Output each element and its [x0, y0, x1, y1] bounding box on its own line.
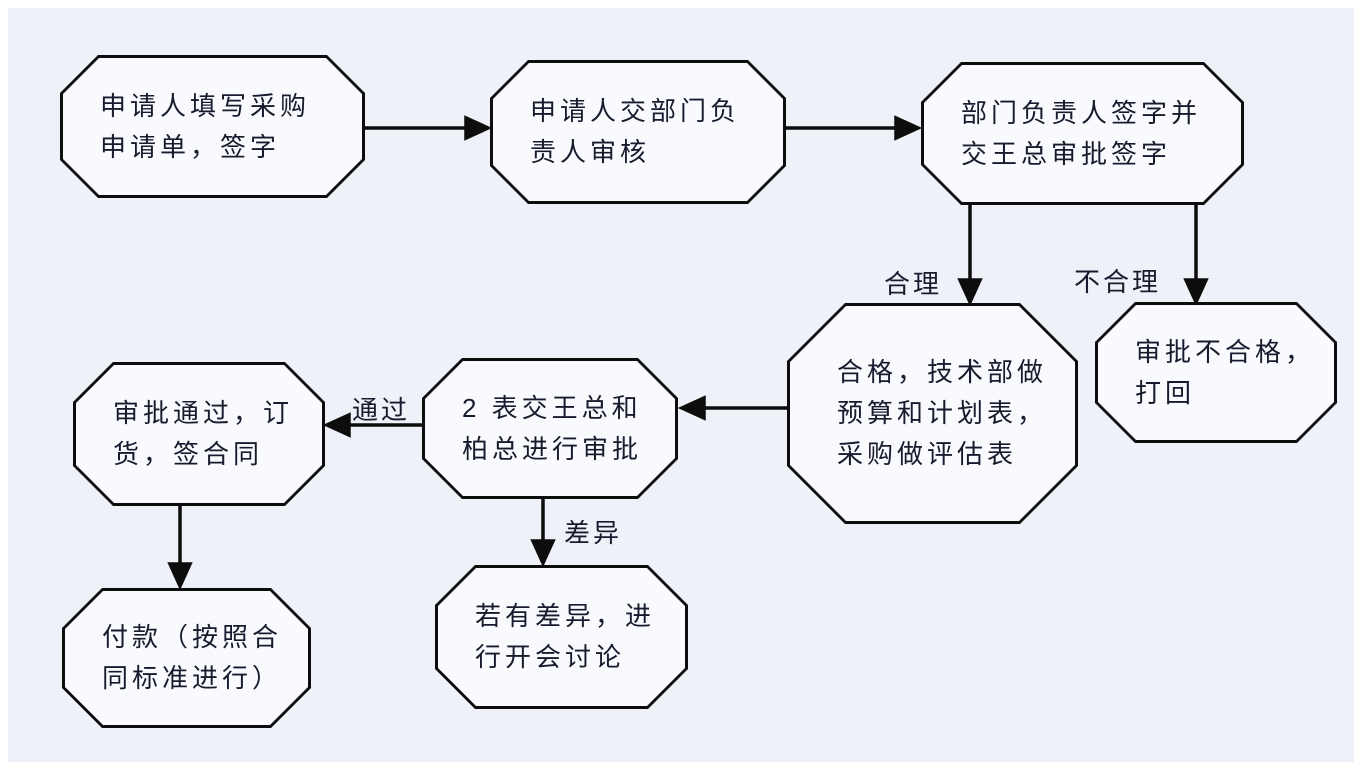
node-approved-order: 审批通过，订 货，签合同 — [73, 362, 325, 506]
octagon-shape — [1095, 302, 1337, 443]
node-head-sign-approve: 部门负责人签字并 交王总审批签字 — [921, 62, 1244, 205]
octagon-shape — [787, 303, 1078, 524]
node-submit-to-head: 申请人交部门负 责人审核 — [490, 60, 786, 204]
node-text-line: 2 表交王总和 — [462, 392, 642, 423]
node-text: 申请人填写采购 申请单，签字 — [60, 55, 365, 198]
node-text-line: 合格，技术部做 — [837, 357, 1048, 387]
node-text: 申请人交部门负 责人审核 — [490, 60, 786, 204]
octagon-shape — [921, 62, 1244, 205]
node-two-tables-approval: 2 表交王总和 柏总进行审批 — [422, 358, 678, 499]
node-text: 2 表交王总和 柏总进行审批 — [422, 358, 678, 499]
node-text: 付款（按照合 同标准进行） — [62, 588, 311, 728]
node-text: 合格，技术部做 预算和计划表， 采购做评估表 — [787, 303, 1078, 524]
node-text-line: 部门负责人签字并 — [961, 97, 1202, 128]
octagon-shape — [60, 55, 365, 198]
octagon-shape — [62, 588, 311, 728]
node-text-line: 同标准进行） — [102, 663, 283, 693]
node-text: 审批不合格， 打回 — [1095, 302, 1337, 443]
node-fill-form: 申请人填写采购 申请单，签字 — [60, 55, 365, 198]
node-text-line: 若有差异，进 — [475, 601, 656, 631]
octagon-shape — [422, 358, 678, 499]
edge-label-unreasonable: 不合理 — [1074, 267, 1162, 297]
node-text-line: 行开会讨论 — [475, 642, 626, 672]
node-text: 审批通过，订 货，签合同 — [73, 362, 325, 506]
octagon-shape — [435, 565, 688, 709]
node-text-line: 审批通过，订 — [113, 398, 294, 428]
node-text-line: 申请人填写采购 — [100, 90, 311, 121]
node-text-line: 采购做评估表 — [837, 439, 1018, 469]
node-payment: 付款（按照合 同标准进行） — [62, 588, 311, 728]
node-text-line: 申请人交部门负 — [530, 96, 741, 126]
node-text: 部门负责人签字并 交王总审批签字 — [921, 62, 1244, 205]
node-text-line: 柏总进行审批 — [462, 433, 643, 464]
node-text-line: 货，签合同 — [113, 439, 264, 469]
node-text-line: 打回 — [1135, 377, 1196, 408]
octagon-shape — [490, 60, 786, 204]
node-text-line: 付款（按照合 — [102, 622, 283, 652]
node-text-line: 交王总审批签字 — [961, 138, 1172, 169]
node-text-line: 申请单，签字 — [100, 131, 281, 162]
octagon-shape — [73, 362, 325, 506]
node-text-line: 审批不合格， — [1135, 336, 1316, 367]
node-text-line: 预算和计划表， — [837, 398, 1048, 428]
edge-label-difference: 差异 — [564, 518, 623, 548]
node-reject-return: 审批不合格， 打回 — [1095, 302, 1337, 443]
edge-label-pass: 通过 — [352, 395, 411, 425]
node-qualified-tables: 合格，技术部做 预算和计划表， 采购做评估表 — [787, 303, 1078, 524]
node-discuss-meeting: 若有差异，进 行开会讨论 — [435, 565, 688, 709]
node-text: 若有差异，进 行开会讨论 — [435, 565, 688, 709]
node-text-line: 责人审核 — [530, 137, 651, 167]
edge-label-reasonable: 合理 — [884, 269, 943, 299]
